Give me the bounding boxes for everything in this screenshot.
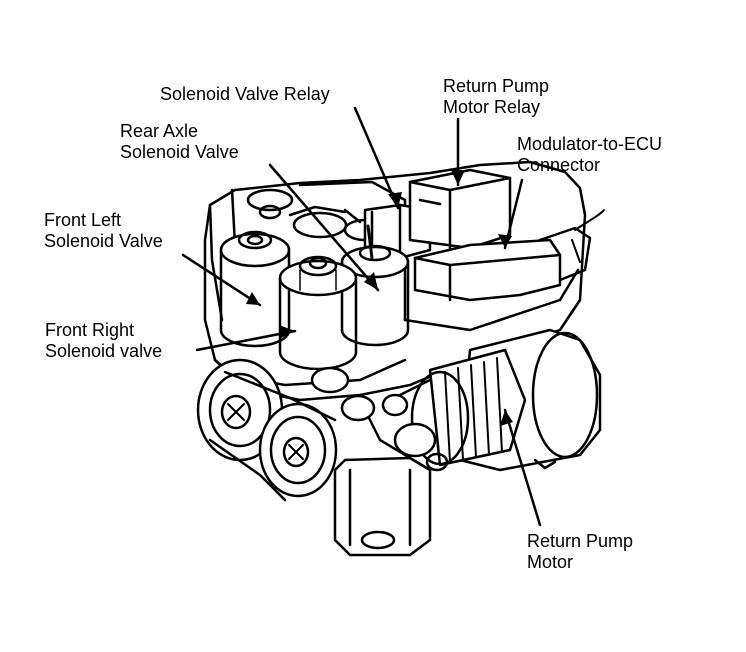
hydraulic-port-flanges xyxy=(196,358,338,502)
label-modulator-to-ecu-connector: Modulator-to-ECU Connector xyxy=(517,134,662,176)
leader-arrowheads xyxy=(246,170,513,426)
label-line: Rear Axle xyxy=(120,121,199,141)
label-line: Return Pump xyxy=(527,531,634,551)
label-solenoid-valve-relay: Solenoid Valve Relay xyxy=(160,84,330,105)
label-rear-axle-solenoid-valve: Rear Axle Solenoid Valve xyxy=(120,121,239,163)
label-line: Modulator-to-ECU xyxy=(517,134,663,154)
return-pump-motor-assembly xyxy=(310,328,602,472)
label-line: Solenoid valve xyxy=(45,341,163,361)
return-pump-motor-relay-block xyxy=(408,168,512,250)
label-front-left-solenoid-valve: Front Left Solenoid Valve xyxy=(44,210,163,252)
leader-rear-axle-solenoid-valve xyxy=(268,163,380,292)
label-line: Motor Relay xyxy=(443,97,541,117)
leader-front-left-solenoid-valve xyxy=(181,253,262,307)
label-line: Connector xyxy=(517,155,601,175)
label-line: Front Left xyxy=(44,210,122,230)
front-right-solenoid-cylinder xyxy=(278,255,358,371)
label-front-right-solenoid-valve: Front Right Solenoid valve xyxy=(45,320,162,362)
label-line: Solenoid Valve xyxy=(44,231,163,251)
label-return-pump-motor: Return Pump Motor xyxy=(527,531,633,573)
label-line: Solenoid Valve Relay xyxy=(160,84,330,104)
leader-lines xyxy=(181,106,542,527)
label-line: Return Pump xyxy=(443,76,550,96)
label-line: Front Right xyxy=(45,320,135,340)
leader-return-pump-motor xyxy=(503,408,542,527)
label-line: Motor xyxy=(527,552,574,572)
leader-solenoid-valve-relay xyxy=(353,106,400,210)
lower-outlet xyxy=(333,398,432,557)
ecu-connector-block xyxy=(413,209,605,302)
leader-front-right-solenoid-valve xyxy=(195,329,297,352)
label-line: Solenoid Valve xyxy=(120,142,239,162)
label-return-pump-motor-relay: Return Pump Motor Relay xyxy=(443,76,549,118)
